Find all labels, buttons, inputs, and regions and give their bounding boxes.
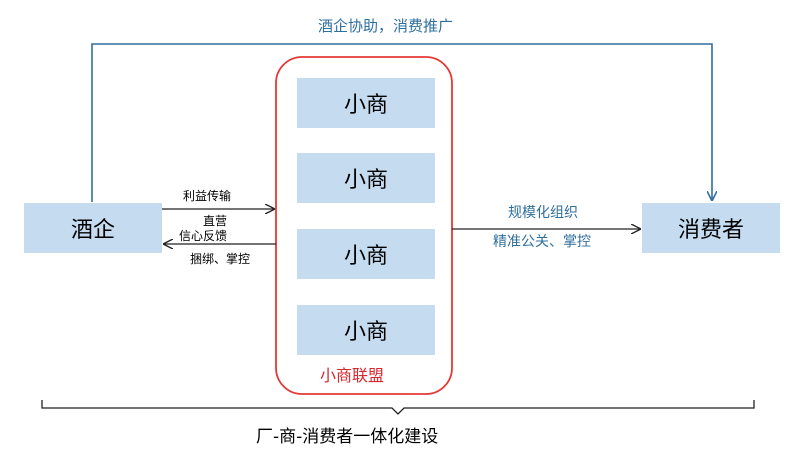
small-merchant-node: 小商 [297, 229, 435, 279]
top-loop-label: 酒企协助，消费推广 [318, 17, 454, 35]
bottom-brace [41, 400, 755, 415]
consumer-node: 消费者 [642, 203, 780, 253]
precise-pr-label: 精准公关、掌控 [493, 234, 591, 250]
winery-node: 酒企 [24, 203, 162, 253]
top-loop-arrow [91, 43, 712, 202]
small-merchant-node: 小商 [297, 153, 435, 203]
alliance-border [275, 56, 453, 395]
small-merchant-node: 小商 [297, 78, 435, 128]
confidence-feedback-label: 信心反馈 [179, 229, 228, 243]
small-merchant-node: 小商 [297, 305, 435, 355]
scale-organization-label: 规模化组织 [508, 205, 578, 221]
direct-sales-label: 直营 [203, 214, 228, 228]
footer-label: 厂-商-消费者一体化建设 [256, 427, 439, 447]
alliance-label: 小商联盟 [320, 366, 385, 385]
benefit-transfer-label: 利益传输 [183, 189, 232, 203]
bind-control-label: 捆绑、掌控 [190, 252, 251, 266]
